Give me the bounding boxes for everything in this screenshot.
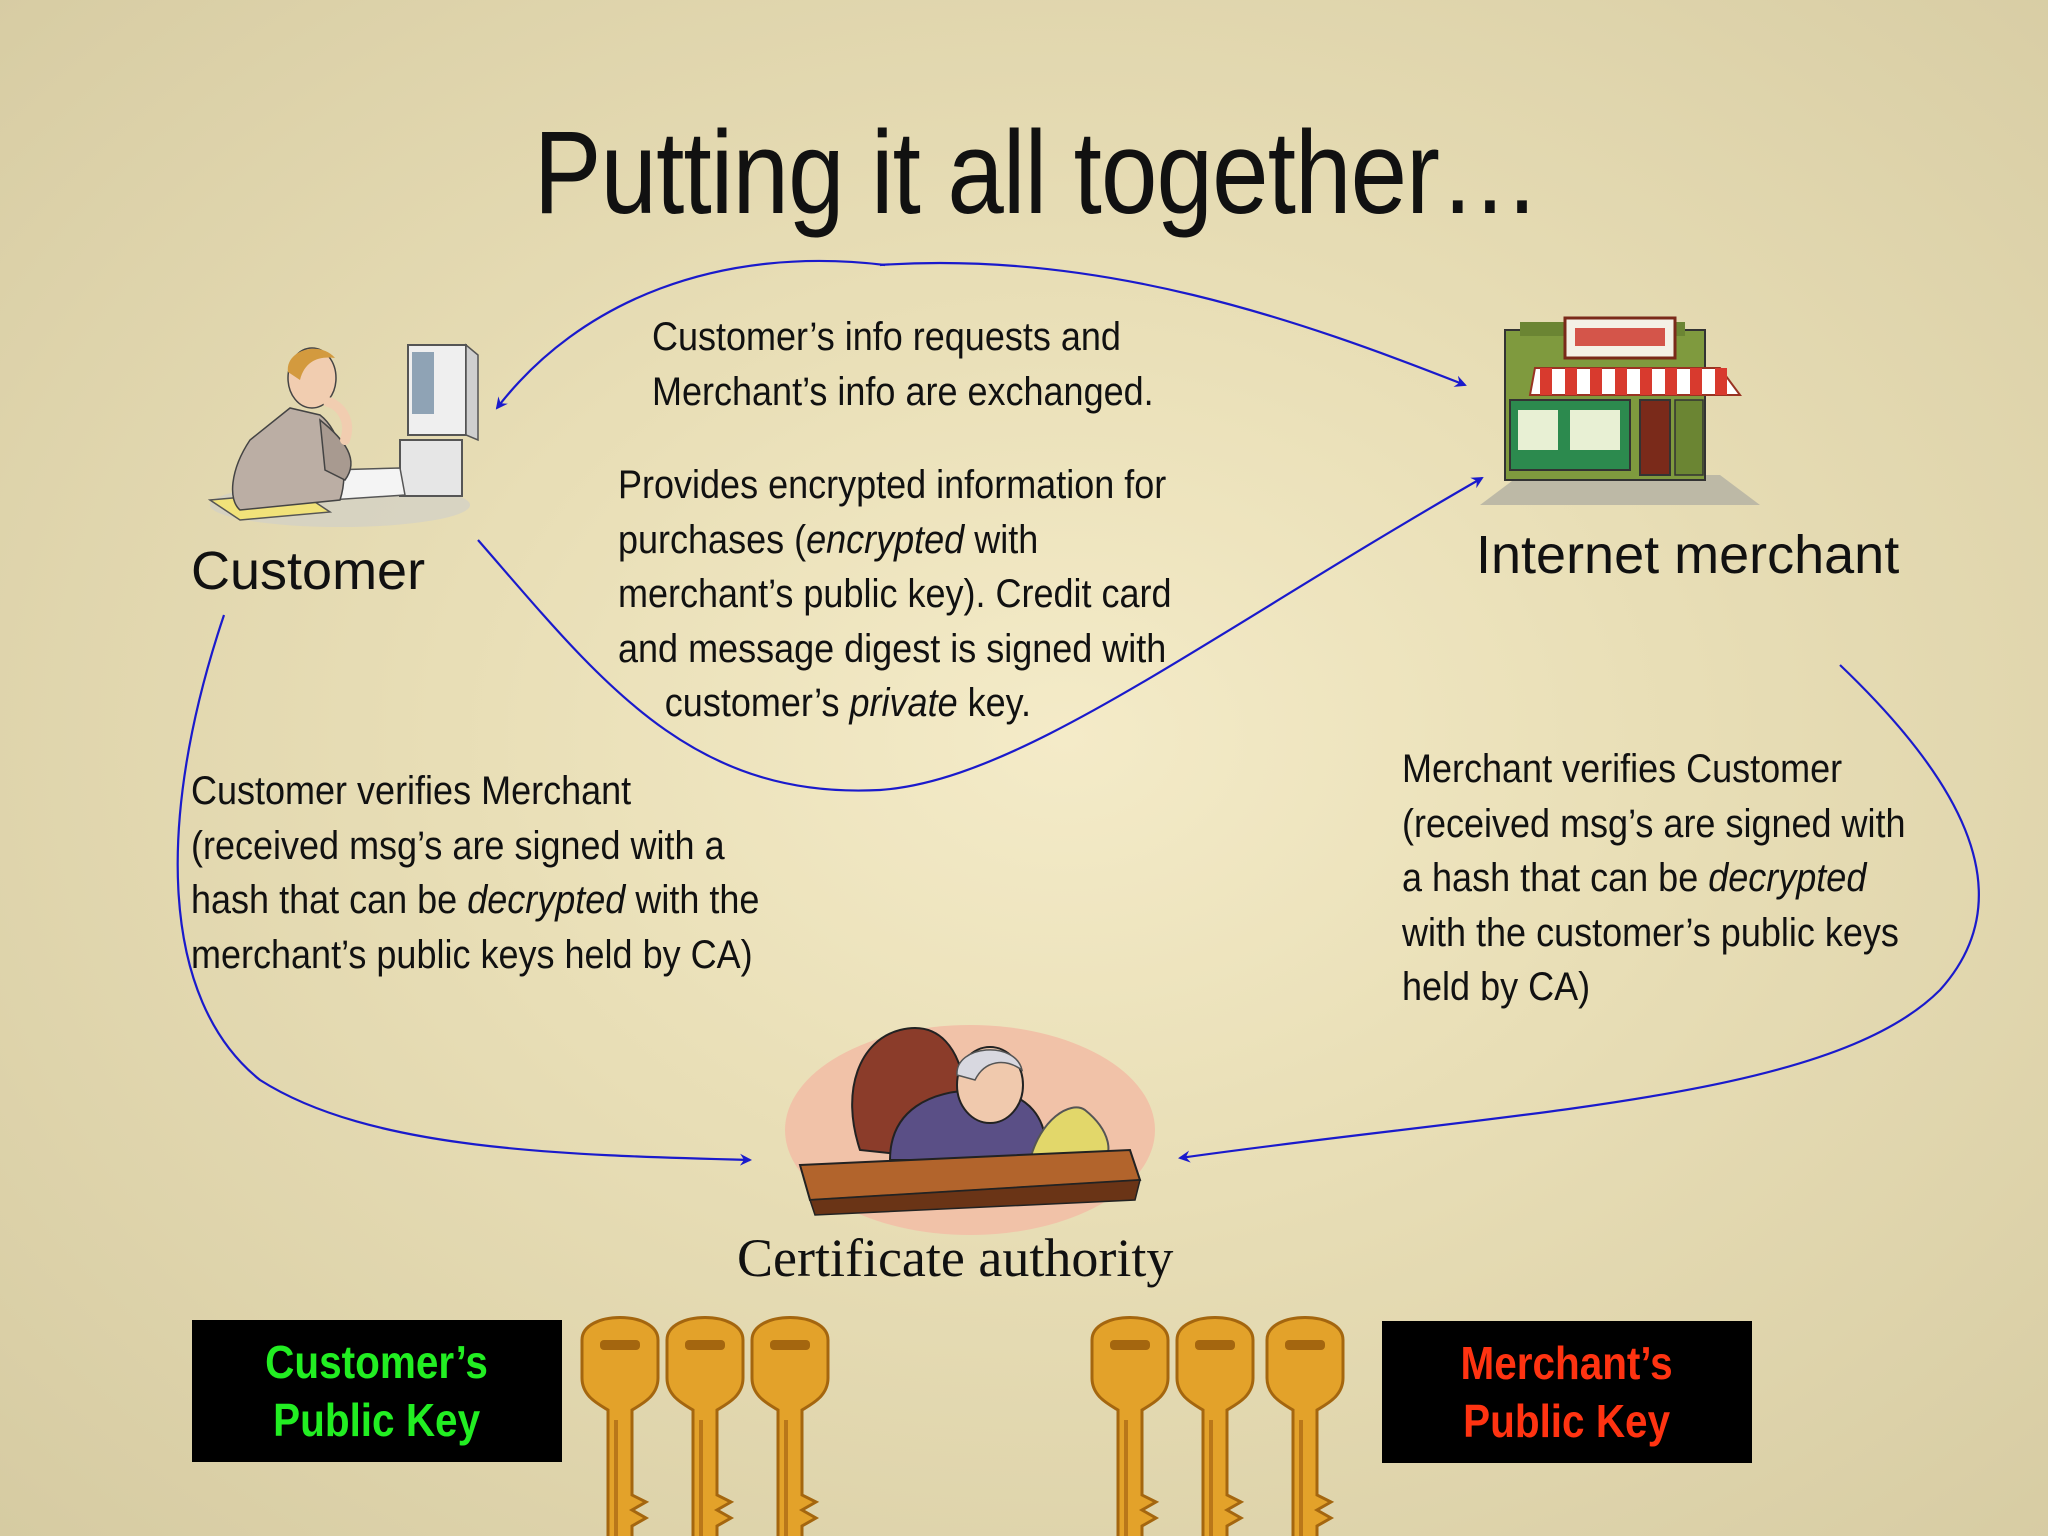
customer-label: Customer	[191, 541, 426, 601]
purchase-note-line: purchases (encrypted with	[618, 517, 1039, 562]
customer-key-line: Public Key	[273, 1394, 481, 1446]
merchant-verifies-line: a hash that can be decrypted	[1402, 856, 1867, 900]
merchant-to-ca-arrow	[1178, 664, 1980, 1163]
exchange-note-line: Merchant’s info are exchanged.	[652, 369, 1154, 414]
purchase-arrow	[477, 477, 1484, 792]
merchant-public-key-box: Merchant’s Public Key	[1382, 1321, 1752, 1463]
customer-verifies-note: Customer verifies Merchant (received msg…	[191, 764, 759, 982]
merchant-verifies-line: held by CA)	[1402, 965, 1591, 1009]
customer-verifies-line: hash that can be decrypted with the	[191, 878, 760, 922]
key-icon	[1090, 1315, 1170, 1536]
key-icon	[1175, 1315, 1255, 1536]
exchange-arrow-to-customer	[495, 259, 886, 410]
customer-verifies-line: Customer verifies Merchant	[191, 769, 632, 813]
ca-label: Certificate authority	[737, 1228, 1174, 1288]
customer-verifies-line: (received msg’s are signed with a	[191, 823, 725, 868]
purchase-note-line: merchant’s public key). Credit card	[618, 572, 1172, 616]
merchant-key-line: Merchant’s	[1460, 1337, 1674, 1389]
merchant-verifies-line: with the customer’s public keys	[1402, 910, 1899, 955]
purchase-note: Provides encrypted information for purch…	[618, 458, 1172, 731]
customer-public-key-box: Customer’s Public Key	[192, 1320, 562, 1462]
slide-title: Putting it all together…	[533, 107, 1541, 239]
customer-key-line: Customer’s	[265, 1336, 489, 1388]
merchant-verifies-note: Merchant verifies Customer (received msg…	[1402, 742, 1906, 1015]
customer-to-ca-arrow	[176, 614, 752, 1166]
key-icon	[1265, 1315, 1345, 1536]
purchase-note-line: customer’s private key.	[664, 681, 1031, 725]
merchant-label: Internet merchant	[1476, 525, 1900, 585]
merchant-verifies-line: (received msg’s are signed with	[1402, 801, 1906, 846]
merchant-key-line: Public Key	[1463, 1395, 1671, 1447]
purchase-note-line: and message digest is signed with	[618, 626, 1167, 671]
exchange-note-line: Customer’s info requests and	[652, 315, 1121, 359]
customer-verifies-line: merchant’s public keys held by CA)	[191, 932, 753, 977]
merchant-verifies-line: Merchant verifies Customer	[1402, 747, 1843, 791]
purchase-note-line: Provides encrypted information for	[618, 463, 1167, 507]
exchange-note: Customer’s info requests and Merchant’s …	[652, 310, 1154, 419]
exchange-arrow-to-merchant	[879, 261, 1467, 387]
